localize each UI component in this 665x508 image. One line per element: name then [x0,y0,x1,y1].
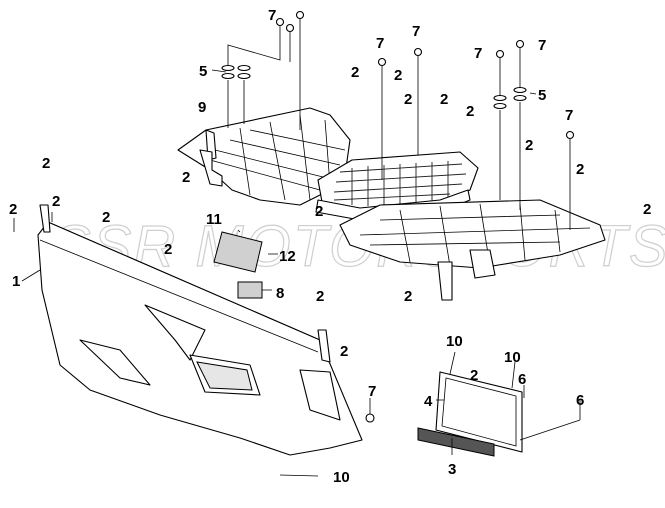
callout-2: 2 [404,91,412,108]
callout-7: 7 [565,107,573,124]
callout-2: 2 [525,137,533,154]
callout-2: 2 [315,203,323,220]
callout-2: 2 [340,343,348,360]
callout-7: 7 [538,37,546,54]
upper-left-skid-plate [177,107,351,206]
front-skid-panel [37,204,363,456]
callout-6: 6 [576,392,584,409]
callout-2: 2 [404,288,412,305]
callout-2: 2 [576,161,584,178]
callout-5: 5 [199,63,207,80]
callout-2: 2 [42,155,50,172]
callout-2: 2 [9,201,17,218]
callout-2: 2 [440,91,448,108]
callout-labels: 7 7 7 7 7 7 7 7 5 5 9 2 2 2 2 2 2 2 2 2 … [9,7,651,486]
right-skid-plate [339,199,606,301]
callout-10: 10 [504,349,521,366]
callout-2: 2 [470,367,478,384]
callout-3: 3 [448,461,456,478]
callout-7: 7 [412,23,420,40]
callout-7: 7 [268,7,276,24]
callout-2: 2 [102,209,110,226]
callout-9: 9 [198,99,206,116]
callout-1: 1 [12,273,20,290]
callout-2: 2 [52,193,60,210]
callout-2: 2 [182,169,190,186]
callout-10: 10 [446,333,463,350]
callout-12: 12 [279,248,296,265]
callout-7: 7 [368,383,376,400]
callout-6: 6 [518,371,526,388]
leader-lines [13,19,581,477]
callout-11: 11 [206,211,222,228]
callout-10: 10 [333,469,350,486]
guard-panel [417,371,523,457]
callout-2: 2 [351,64,359,81]
callout-8: 8 [276,285,284,302]
callout-5: 5 [538,87,546,104]
callout-2: 2 [394,67,402,84]
callout-2: 2 [466,103,474,120]
callout-4: 4 [424,393,433,410]
callout-7: 7 [376,35,384,52]
callout-2: 2 [164,241,172,258]
callout-2: 2 [316,288,324,305]
callout-7: 7 [474,45,482,62]
callout-2: 2 [643,201,651,218]
small-plate [213,231,263,299]
